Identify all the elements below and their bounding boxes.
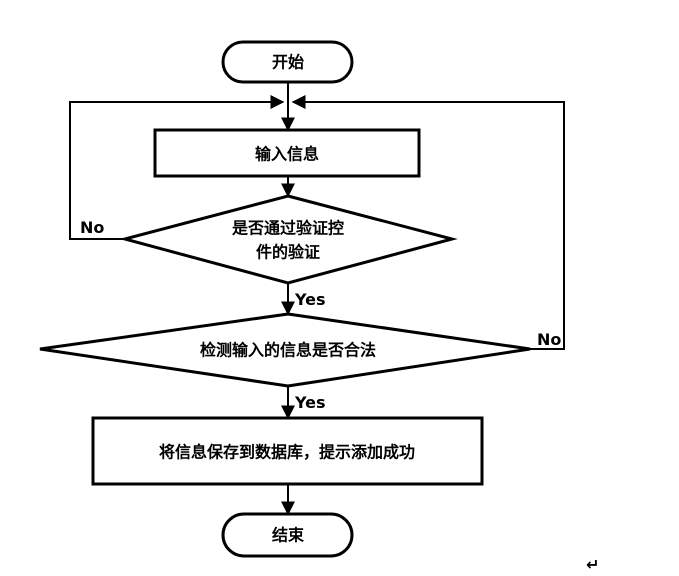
check1-no-label: No — [80, 218, 104, 237]
check2-decision — [39, 312, 531, 388]
paragraph-mark: ↵ — [586, 555, 599, 574]
input-label: 输入信息 — [255, 145, 319, 164]
check1-yes-label: Yes — [294, 290, 326, 309]
end-terminal — [221, 512, 354, 558]
start-label: 开始 — [272, 53, 304, 72]
check2-no-label: No — [537, 330, 561, 349]
edge-check2-no-loop — [291, 95, 565, 350]
check2-label: 检测输入的信息是否合法 — [200, 341, 376, 360]
edge-check1-no-loop — [69, 95, 285, 240]
check1-decision — [119, 194, 458, 285]
check2-yes-label: Yes — [294, 393, 326, 412]
check1-label-line1: 是否通过验证控 — [231, 219, 344, 238]
start-terminal — [221, 40, 354, 84]
save-process — [91, 416, 484, 486]
check1-label-line2: 件的验证 — [256, 243, 320, 262]
save-label: 将信息保存到数据库，提示添加成功 — [159, 443, 415, 462]
input-process — [153, 128, 421, 178]
end-label: 结束 — [271, 526, 305, 545]
